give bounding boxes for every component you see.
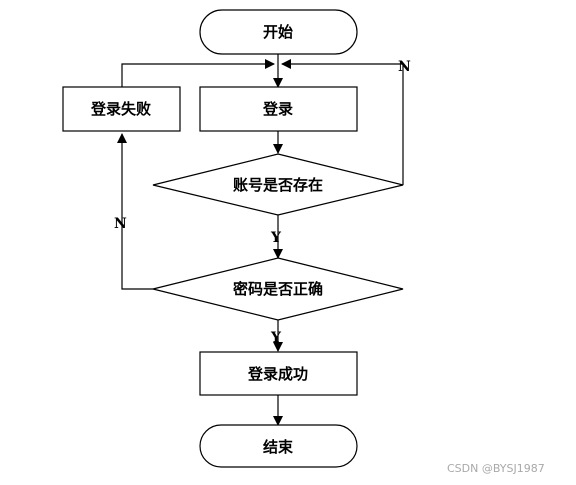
- login-label: 登录: [262, 100, 293, 118]
- start-label: 开始: [263, 23, 293, 41]
- password-yes-label: Y: [270, 330, 282, 346]
- start-node: 开始: [199, 9, 358, 55]
- account-no-label: N: [398, 59, 411, 75]
- login-success-node: 登录成功: [199, 351, 358, 396]
- edge-failed-loop: [121, 59, 275, 87]
- end-label: 结束: [263, 438, 294, 456]
- login-failed-label: 登录失败: [90, 100, 151, 118]
- password-correct-label: 密码是否正确: [233, 280, 323, 298]
- password-correct-decision: 密码是否正确: [152, 257, 404, 321]
- login-success-label: 登录成功: [247, 365, 308, 383]
- password-no-label: N: [114, 216, 127, 232]
- login-node: 登录: [199, 86, 358, 132]
- edge-account-no-loop: [281, 59, 404, 185]
- login-failed-node: 登录失败: [62, 86, 181, 132]
- end-node: 结束: [199, 424, 358, 468]
- account-yes-label: Y: [270, 230, 282, 246]
- watermark-text: CSDN @BYSJ1987: [447, 462, 545, 475]
- account-exists-label: 账号是否存在: [233, 176, 323, 194]
- edge-password-no: [117, 133, 153, 290]
- account-exists-decision: 账号是否存在: [152, 153, 404, 216]
